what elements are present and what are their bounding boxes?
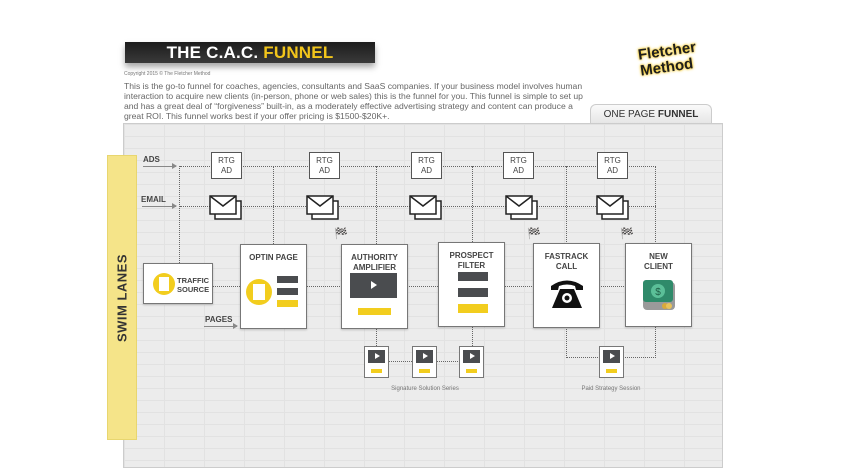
play-icon xyxy=(416,350,433,363)
checkered-flag-icon: 🏁 xyxy=(527,228,541,240)
video-card xyxy=(459,346,484,378)
email-icon xyxy=(306,195,339,220)
video-card xyxy=(364,346,389,378)
checkered-flag-icon: 🏁 xyxy=(334,228,348,240)
caption-signature-series: Signature Solution Series xyxy=(391,386,459,392)
caption-paid-session: Paid Strategy Session xyxy=(581,386,641,392)
money-icon: $ xyxy=(643,280,675,310)
lane-email-label: EMAIL xyxy=(141,195,166,204)
email-icon xyxy=(596,195,629,220)
email-icon xyxy=(505,195,538,220)
video-play-icon xyxy=(350,273,397,298)
checklist-icon xyxy=(153,273,175,295)
svg-text:$: $ xyxy=(655,287,661,298)
tab-one-page-funnel[interactable]: ONE PAGE FUNNEL xyxy=(590,104,712,124)
diagram-panel xyxy=(123,123,723,468)
arrow-icon xyxy=(204,323,238,329)
checklist-icon xyxy=(246,279,272,305)
arrow-icon xyxy=(143,163,177,169)
connector xyxy=(179,166,180,263)
swim-lanes-bar: SWIM LANES xyxy=(107,155,137,440)
play-icon xyxy=(368,350,385,363)
video-card xyxy=(599,346,624,378)
email-icon xyxy=(209,195,242,220)
connector xyxy=(212,286,626,287)
play-icon xyxy=(463,350,480,363)
lane-ads-label: ADS xyxy=(143,155,160,164)
video-card xyxy=(412,346,437,378)
arrow-icon xyxy=(142,203,177,209)
play-icon xyxy=(603,350,620,363)
telephone-icon xyxy=(551,280,583,308)
page-title: THE C.A.C. FUNNEL xyxy=(125,42,375,63)
copyright: Copyright 2015 © The Fletcher Method xyxy=(124,71,211,77)
connector xyxy=(273,166,274,244)
email-icon xyxy=(409,195,442,220)
lane-pages-label: PAGES xyxy=(205,315,233,324)
checkered-flag-icon: 🏁 xyxy=(620,228,634,240)
description: This is the go-to funnel for coaches, ag… xyxy=(124,81,583,121)
optin-page-step: OPTIN PAGE xyxy=(240,244,307,329)
